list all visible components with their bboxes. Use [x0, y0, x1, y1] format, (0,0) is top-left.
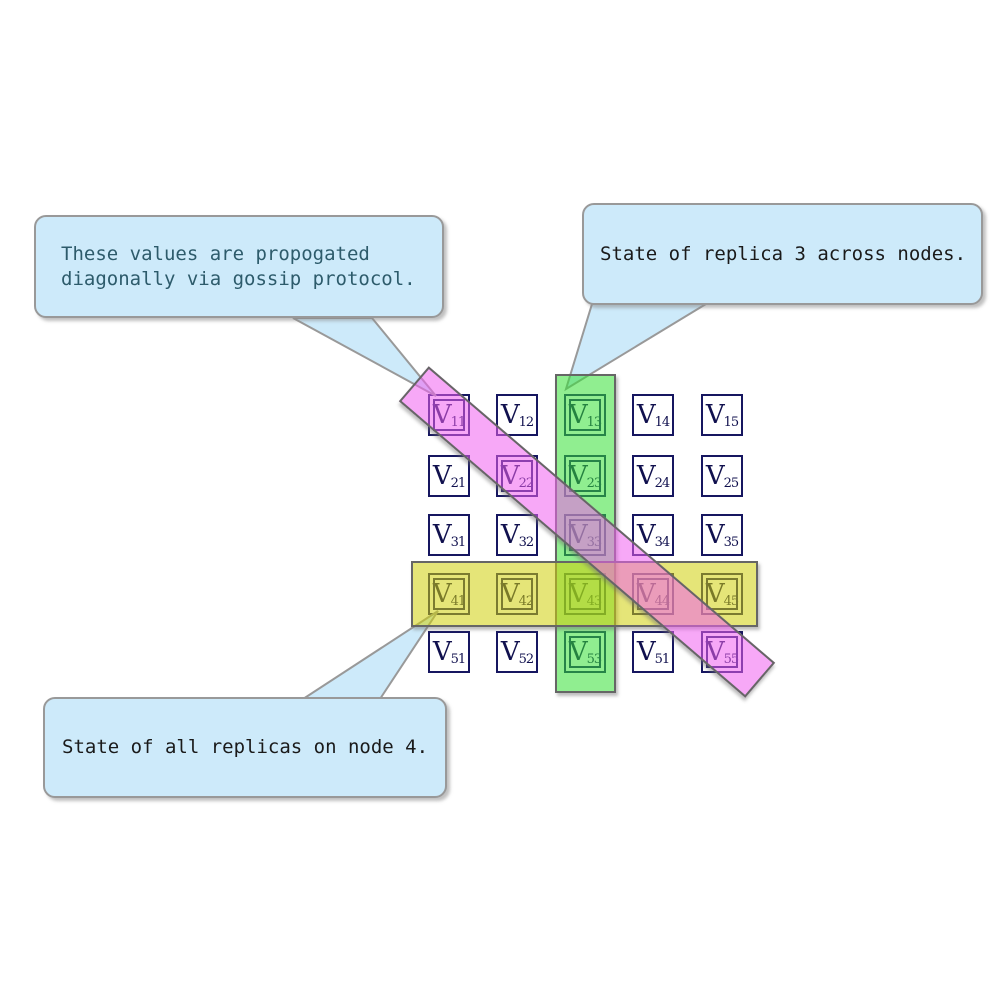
- value-symbol: V: [500, 637, 520, 667]
- value-symbol: V: [432, 520, 452, 550]
- value-subscript: 12: [518, 415, 535, 430]
- gossip-callout-line2: diagonally via gossip protocol.: [61, 267, 416, 290]
- replica3-callout-line1: State of replica 3 across nodes.: [600, 242, 967, 265]
- value-subscript: 21: [450, 476, 467, 491]
- value-symbol: V: [636, 461, 656, 491]
- value-symbol: V: [705, 461, 725, 491]
- value-subscript: 32: [518, 535, 535, 550]
- value-symbol: V: [636, 520, 656, 550]
- value-subscript: 24: [654, 476, 671, 491]
- gossip-callout-line1: These values are propogated: [61, 242, 370, 265]
- value-symbol: V: [705, 520, 725, 550]
- value-subscript: 52: [518, 652, 535, 667]
- value-symbol: V: [636, 637, 656, 667]
- value-subscript: 25: [723, 476, 740, 491]
- value-symbol: V: [432, 461, 452, 491]
- gossip-callout: These values are propogated diagonally v…: [34, 215, 444, 318]
- value-subscript: 35: [723, 535, 740, 550]
- value-symbol: V: [636, 400, 656, 430]
- value-subscript: 14: [654, 415, 671, 430]
- value-subscript: 51: [450, 652, 467, 667]
- value-symbol: V: [432, 637, 452, 667]
- value-symbol: V: [500, 520, 520, 550]
- value-subscript: 34: [654, 535, 671, 550]
- value-symbol: V: [500, 400, 520, 430]
- node4-callout-line1: State of all replicas on node 4.: [62, 736, 429, 758]
- value-subscript: 31: [450, 535, 467, 550]
- node4-callout: State of all replicas on node 4.: [43, 697, 447, 798]
- value-subscript: 51: [654, 652, 671, 667]
- value-subscript: 15: [723, 415, 740, 430]
- value-symbol: V: [705, 400, 725, 430]
- replica3-callout: State of replica 3 across nodes.: [582, 203, 983, 305]
